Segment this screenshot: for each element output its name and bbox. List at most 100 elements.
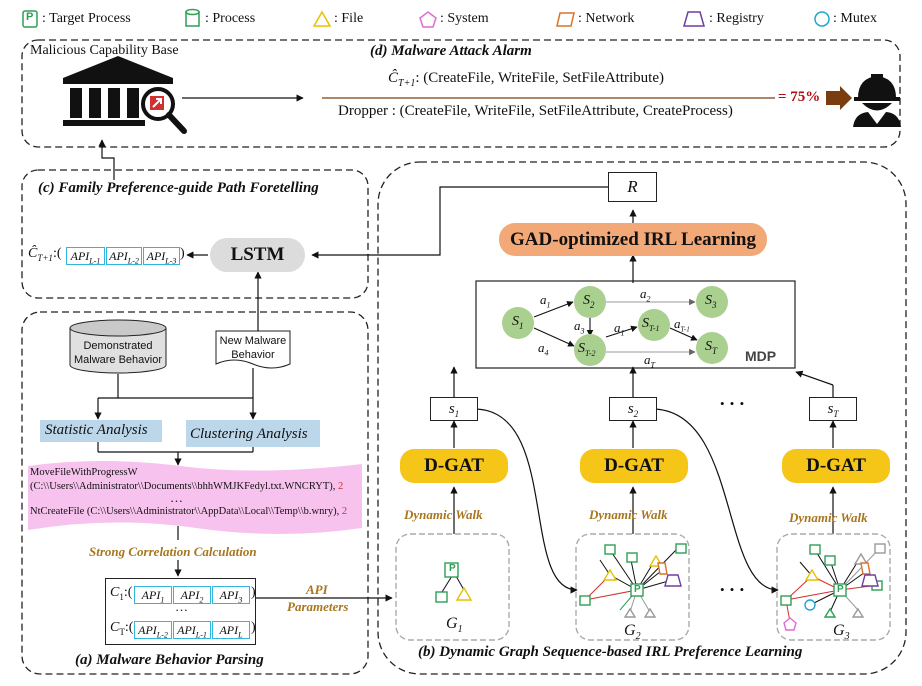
dynamic-walk-1: Dynamic Walk: [404, 507, 483, 522]
foretell-api-1: APIL-1: [66, 247, 105, 265]
action-at: aT: [644, 352, 655, 370]
graph-g1: [435, 562, 473, 603]
seq-s1-box: s1: [430, 397, 478, 421]
mdp-state-s2: [574, 286, 606, 318]
ct-label: CT:(: [110, 620, 134, 637]
trace-line-1a: MoveFileWithProgressW: [30, 467, 138, 478]
seq-ellipsis: • • •: [720, 396, 746, 411]
seq-st-box: sT: [809, 397, 857, 421]
mdp-state-st-2: [574, 334, 606, 366]
api-params-label-2: Parameters: [287, 599, 349, 614]
demonstrated-behavior-label: Demonstrated Malware Behavior: [73, 340, 163, 366]
target-process-icon: [22, 10, 38, 28]
ct-api-1: APIL-2: [134, 621, 172, 639]
g2-target-letter: P: [634, 584, 641, 595]
mdp-label: MDP: [745, 348, 777, 364]
mdp-edges: [533, 298, 698, 356]
correlation-label: Strong Correlation Calculation: [89, 544, 257, 559]
action-a1b: a1: [614, 320, 625, 338]
demonstrated-db-icon: [69, 319, 167, 374]
legend-target-letter: P: [26, 11, 34, 23]
panel-d-title: (d) Malware Attack Alarm: [370, 43, 532, 59]
clustering-analysis-box: Clustering Analysis: [186, 420, 320, 447]
dgat-node-2: D-GAT: [580, 449, 688, 483]
graph-g3: [780, 543, 886, 631]
dynamic-walk-2: Dynamic Walk: [589, 507, 668, 522]
graph-panel-g1: [395, 533, 510, 641]
c1-api-1: API1: [134, 586, 172, 604]
capability-base-icon: [63, 56, 173, 126]
g3-target-letter: P: [837, 584, 844, 595]
new-behavior-label: New Malware Behavior: [219, 335, 287, 361]
legend-network: : Network: [578, 11, 635, 26]
graph-g2-label: G2: [624, 622, 641, 643]
mutex-icon: [814, 11, 830, 27]
foretell-prediction: ĈT+1:(: [28, 246, 62, 263]
graph-panel-g3: [776, 533, 891, 641]
state-s3-label: S3: [705, 293, 717, 310]
statistic-analysis-label: Statistic Analysis: [45, 422, 148, 438]
graph-g2: [579, 543, 687, 618]
legend-registry: : Registry: [709, 11, 764, 26]
panel-b-title: (b) Dynamic Graph Sequence-based IRL Pre…: [418, 644, 803, 660]
state-st-2-label: ST-2: [578, 341, 596, 358]
legend-system: : System: [440, 11, 489, 26]
ct-close: ): [251, 620, 256, 635]
trace-line-1b: (C:\\Users\\Administrator\\Documents\\bh…: [30, 481, 344, 492]
clustering-analysis-label: Clustering Analysis: [190, 426, 308, 442]
action-at-1: aT-1: [674, 316, 690, 334]
foretell-api-3: APIL-3: [143, 247, 180, 265]
mdp-state-s3: [696, 286, 728, 318]
panel-c-border: [21, 169, 369, 299]
state-s1-label: S1: [512, 314, 524, 331]
legend-target-process: : Target Process: [42, 11, 131, 26]
c1-close: ): [251, 585, 256, 600]
file-icon: [312, 10, 332, 27]
alarm-arrow: [826, 86, 852, 110]
panel-d-border: [21, 39, 901, 148]
graph-g1-label: G1: [446, 615, 463, 636]
panel-b-border: [377, 161, 907, 675]
api-params-label-1: API: [306, 582, 328, 597]
c1-label: C1:(: [110, 585, 133, 602]
system-icon: [419, 11, 437, 28]
seq-s2-box: s2: [609, 397, 657, 421]
process-icon: [185, 8, 200, 27]
legend-mutex: : Mutex: [833, 11, 877, 26]
c1-api-2: API2: [173, 586, 211, 604]
security-worker-icon: [853, 74, 901, 127]
network-icon: [556, 12, 575, 27]
foretell-close: ): [180, 246, 185, 261]
api-sequence-box: [105, 578, 256, 645]
state-st-1-label: ST-1: [642, 316, 660, 333]
panel-a-border: [21, 311, 369, 675]
c1-api-3: API3: [212, 586, 250, 604]
g1-target-letter: P: [449, 563, 456, 574]
dgat-node-3: D-GAT: [782, 449, 890, 483]
registry-icon: [683, 11, 705, 27]
action-a4: a4: [538, 340, 549, 358]
alarm-percent: = 75%: [778, 89, 821, 105]
trace-line-2: NtCreateFile (C:\\Users\\Administrator\\…: [30, 506, 348, 517]
reward-box: R: [608, 172, 657, 202]
capability-base-label: Malicious Capability Base: [30, 43, 179, 58]
action-a2: a2: [640, 286, 651, 304]
trace-dots: …: [170, 490, 183, 505]
alarm-dropper: Dropper : (CreateFile, WriteFile, SetFil…: [338, 103, 733, 119]
ct-api-3: APIL: [212, 621, 250, 639]
api-seq-dots: …: [175, 599, 188, 614]
trace-wave-band: [28, 461, 362, 534]
lstm-node: LSTM: [210, 238, 305, 272]
foretell-api-2: APIL-2: [106, 247, 142, 265]
state-st-label: ST: [705, 339, 718, 356]
action-a3: a3: [574, 318, 585, 336]
new-behavior-doc-icon: [215, 330, 291, 369]
graph-panel-g2: [575, 533, 690, 641]
graph-g3-label: G3: [833, 622, 850, 643]
legend-process: : Process: [205, 11, 256, 26]
legend-file: : File: [334, 11, 364, 26]
mdp-state-st: [696, 332, 728, 364]
graph-ellipsis: • • •: [720, 582, 746, 597]
